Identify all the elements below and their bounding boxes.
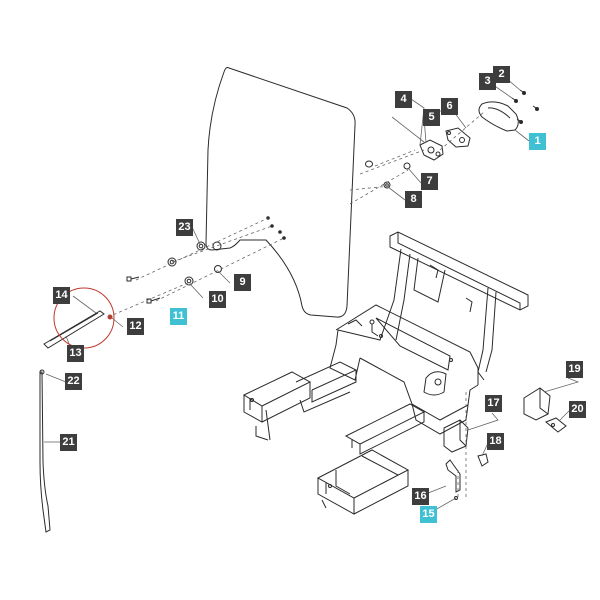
nut [383,181,391,189]
left-mount-bracket [242,361,358,441]
cover-19 [523,387,551,421]
cover-bolts [511,89,539,124]
motor-bracket [445,127,471,148]
nut [403,162,411,170]
dashed-leaders [107,111,485,500]
callout-18[interactable]: 18 [487,433,504,450]
bolt [150,297,161,302]
clip-20 [545,417,567,433]
callout-10[interactable]: 10 [209,291,226,308]
callout-14[interactable]: 14 [53,287,70,304]
clip-18 [477,453,489,467]
callout-21[interactable]: 21 [60,434,77,451]
highlight-circle [53,287,115,349]
bolt [130,276,140,280]
washer [365,160,373,168]
callout-13[interactable]: 13 [67,345,84,362]
callout-12[interactable]: 12 [127,318,144,335]
callout-8[interactable]: 8 [405,191,422,208]
wiper-blade [43,310,105,349]
callout-5[interactable]: 5 [423,109,440,126]
callout-2[interactable]: 2 [493,66,510,83]
cab-frame [329,231,529,435]
wiper-arm [39,371,51,533]
callout-1[interactable]: 1 [529,133,546,150]
callout-6[interactable]: 6 [441,98,458,115]
bracket-17 [443,419,469,453]
callout-9[interactable]: 9 [234,274,251,291]
wiper-motor [419,139,444,161]
window-glass-pane [205,67,356,318]
screws [266,216,286,240]
callout-15[interactable]: 15 [420,506,437,523]
callout-19[interactable]: 19 [566,361,583,378]
callout-23[interactable]: 23 [176,219,193,236]
washer [167,257,177,267]
callout-11[interactable]: 11 [170,308,187,325]
motor-cover [478,101,519,132]
callout-17[interactable]: 17 [485,395,502,412]
callout-20[interactable]: 20 [569,401,586,418]
callout-7[interactable]: 7 [421,173,438,190]
callout-22[interactable]: 22 [65,373,82,390]
right-mount-bracket [316,403,426,515]
washer [212,241,222,251]
callout-16[interactable]: 16 [412,488,429,505]
washer [196,241,206,251]
callout-4[interactable]: 4 [395,91,412,108]
callout-3[interactable]: 3 [479,73,496,90]
